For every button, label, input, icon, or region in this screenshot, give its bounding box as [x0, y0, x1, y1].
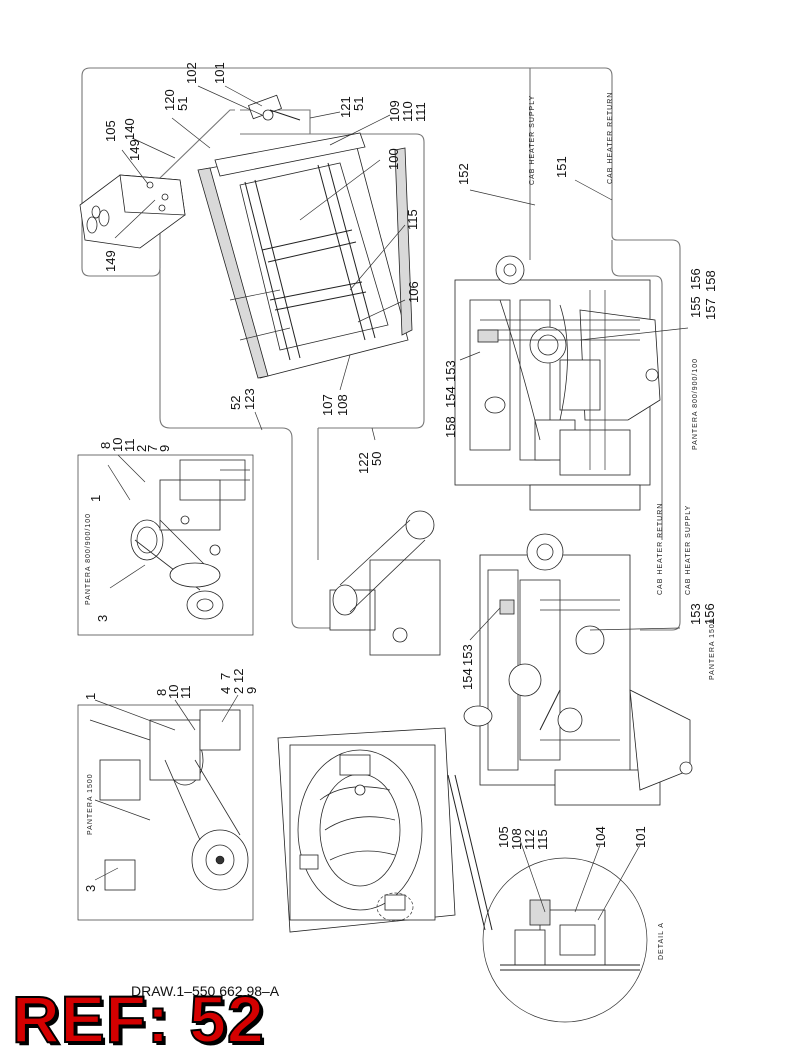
- compressor-closeup-800: [77, 454, 254, 636]
- callout-112: 112: [522, 829, 537, 850]
- callout-51: 51: [175, 97, 190, 111]
- callout-105: 105: [103, 120, 118, 142]
- radiator-assembly: [197, 94, 413, 379]
- callout-115: 115: [405, 209, 420, 230]
- callout-7: 7: [145, 445, 160, 452]
- caption-cab-heater-supply: CAB HEATER SUPPLY: [529, 95, 536, 185]
- callout-122: 122: [356, 452, 371, 474]
- engine-top-right: [454, 255, 661, 511]
- callout-4: 4: [218, 687, 233, 694]
- callout-108: 108: [509, 828, 524, 850]
- caption-pantera-800: PANTERA 800/900/100: [692, 358, 699, 450]
- callout-labels: 101 102 120 51 140 149 105 149 121 51 10…: [83, 62, 718, 892]
- callout-7: 7: [218, 673, 233, 680]
- callout-3: 3: [95, 615, 110, 622]
- callout-107: 107: [320, 394, 335, 416]
- callout-155: 155: [688, 296, 703, 318]
- callout-152: 152: [456, 163, 471, 185]
- callout-154: 154: [460, 668, 475, 690]
- callout-140: 140: [122, 118, 137, 140]
- callout-52: 52: [228, 396, 243, 410]
- ref-badge: REF: 52: [11, 982, 265, 1056]
- callout-101: 101: [212, 62, 227, 84]
- leader-lines: [94, 85, 689, 921]
- callout-110: 110: [400, 101, 415, 122]
- callout-10: 10: [166, 685, 181, 699]
- callout-104: 104: [593, 826, 608, 848]
- callout-157: 157: [703, 298, 718, 320]
- callout-154: 154: [443, 386, 458, 408]
- callout-9: 9: [157, 445, 172, 452]
- caption-detail-a: DETAIL A: [658, 922, 665, 960]
- callout-121: 121: [338, 96, 353, 118]
- callout-111: 111: [413, 102, 428, 122]
- callout-115: 115: [535, 829, 550, 850]
- caption-cab-heater-return: CAB HEATER RETURN: [607, 92, 614, 184]
- caption-cab-heater-return-mid: CAB HEATER RETURN: [657, 503, 664, 595]
- callout-12: 12: [231, 669, 246, 683]
- callout-9: 9: [244, 687, 259, 694]
- callout-102: 102: [184, 62, 199, 84]
- callout-11: 11: [122, 439, 137, 453]
- hose-routing: [81, 67, 681, 631]
- callout-149: 149: [127, 139, 142, 161]
- frame-tank: [277, 727, 493, 933]
- callout-2: 2: [134, 445, 149, 452]
- callout-8: 8: [154, 689, 169, 696]
- callout-51: 51: [351, 97, 366, 111]
- callout-151: 151: [554, 156, 569, 178]
- callout-101: 101: [633, 826, 648, 848]
- caption-cab-heater-supply-mid: CAB HEATER SUPPLY: [685, 505, 692, 595]
- callout-1: 1: [88, 495, 103, 502]
- caption-pantera-1500-left: PANTERA 1500: [87, 773, 94, 835]
- engine-mid-right: [463, 533, 693, 806]
- caption-pantera-800-left: PANTERA 800/900/100: [85, 513, 92, 605]
- callout-1: 1: [83, 693, 98, 700]
- caption-pantera-1500-right: PANTERA 1500: [709, 618, 716, 680]
- callout-100: 100: [386, 148, 401, 170]
- callout-123: 123: [242, 388, 257, 410]
- callout-153: 153: [460, 644, 475, 666]
- callout-120: 120: [162, 89, 177, 111]
- callout-156: 156: [688, 268, 703, 290]
- callout-153: 153: [688, 603, 703, 625]
- callout-149: 149: [103, 250, 118, 272]
- callout-50: 50: [369, 452, 384, 466]
- callout-10: 10: [110, 438, 125, 452]
- callout-105: 105: [496, 826, 511, 848]
- cab-heater-box: [79, 174, 186, 249]
- callout-108: 108: [335, 394, 350, 416]
- detail-a: [482, 857, 648, 1023]
- callout-11: 11: [178, 686, 193, 700]
- captions: CAB HEATER SUPPLY CAB HEATER RETURN PANT…: [85, 92, 716, 960]
- callout-3: 3: [83, 885, 98, 892]
- callout-158: 158: [703, 270, 718, 292]
- compressor-mid: [329, 510, 441, 656]
- callout-106: 106: [406, 281, 421, 303]
- compressor-closeup-1500: [77, 704, 254, 921]
- callout-158: 158: [443, 416, 458, 438]
- drawing-number: DRAW.1–550 662 98–A: [131, 983, 280, 999]
- callout-109: 109: [387, 100, 402, 122]
- callout-2: 2: [231, 687, 246, 694]
- callout-8: 8: [98, 442, 113, 449]
- callout-156: 156: [702, 603, 717, 625]
- callout-153: 153: [443, 360, 458, 382]
